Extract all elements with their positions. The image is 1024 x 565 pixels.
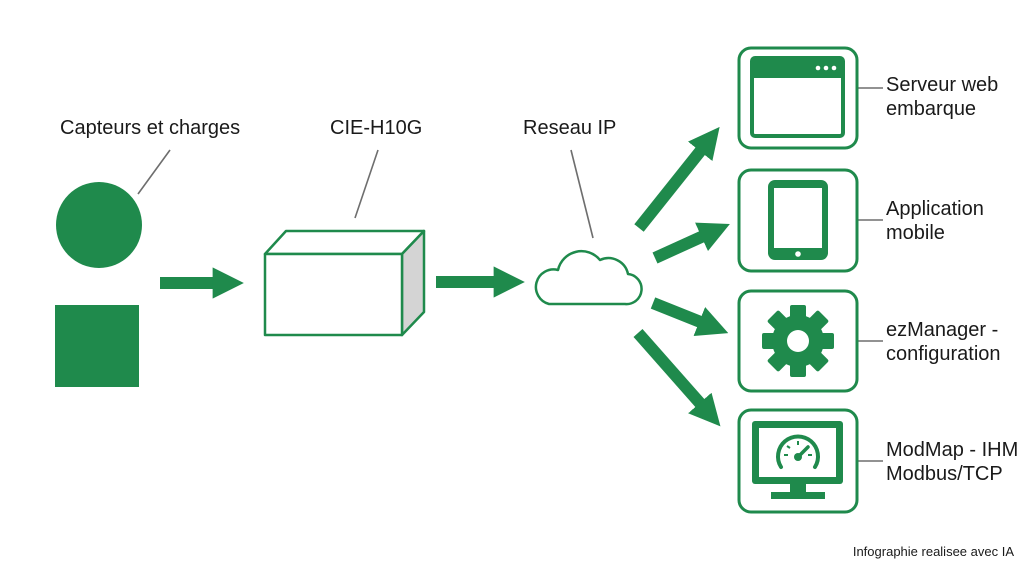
device-label: CIE-H10G <box>330 117 423 139</box>
load-square-icon <box>55 305 139 387</box>
footer-credit: Infographie realisee avec IA <box>852 544 1014 559</box>
hmi-label: ModMap - IHM Modbus/TCP <box>886 438 1018 486</box>
leader-line-sensors <box>137 149 171 195</box>
mobile-app-label-line2: mobile <box>886 222 945 244</box>
hmi-label-line2: Modbus/TCP <box>886 463 1003 485</box>
config-label-line1: ezManager - <box>886 319 999 341</box>
network-label: Reseau IP <box>523 117 617 139</box>
monitor-gauge-icon <box>752 421 843 499</box>
tablet-icon <box>768 180 828 260</box>
arrow-network-to-config <box>650 297 729 337</box>
web-server-label-line1: Serveur web <box>886 74 999 96</box>
arrow-network-to-hmi <box>633 329 721 427</box>
config-label: ezManager - configuration <box>886 318 1001 366</box>
cloud-icon <box>534 250 643 306</box>
config-label-line2: configuration <box>886 343 1001 365</box>
device-box-icon <box>263 229 426 337</box>
arrow-network-to-mobile <box>652 222 730 264</box>
arrow-network-to-web <box>634 126 720 232</box>
gear-icon <box>762 305 834 377</box>
web-server-label: Serveur web embarque <box>886 73 998 121</box>
sensor-circle-icon <box>56 182 142 268</box>
browser-window-icon <box>750 56 845 138</box>
leader-line-device <box>354 149 379 219</box>
web-server-label-line2: embarque <box>886 98 977 120</box>
mobile-app-label: Application mobile <box>886 197 984 245</box>
hmi-label-line1: ModMap - IHM <box>886 439 1019 461</box>
mobile-app-label-line1: Application <box>886 198 984 220</box>
leader-line-network <box>570 149 594 239</box>
sensors-label: Capteurs et charges <box>60 117 241 139</box>
